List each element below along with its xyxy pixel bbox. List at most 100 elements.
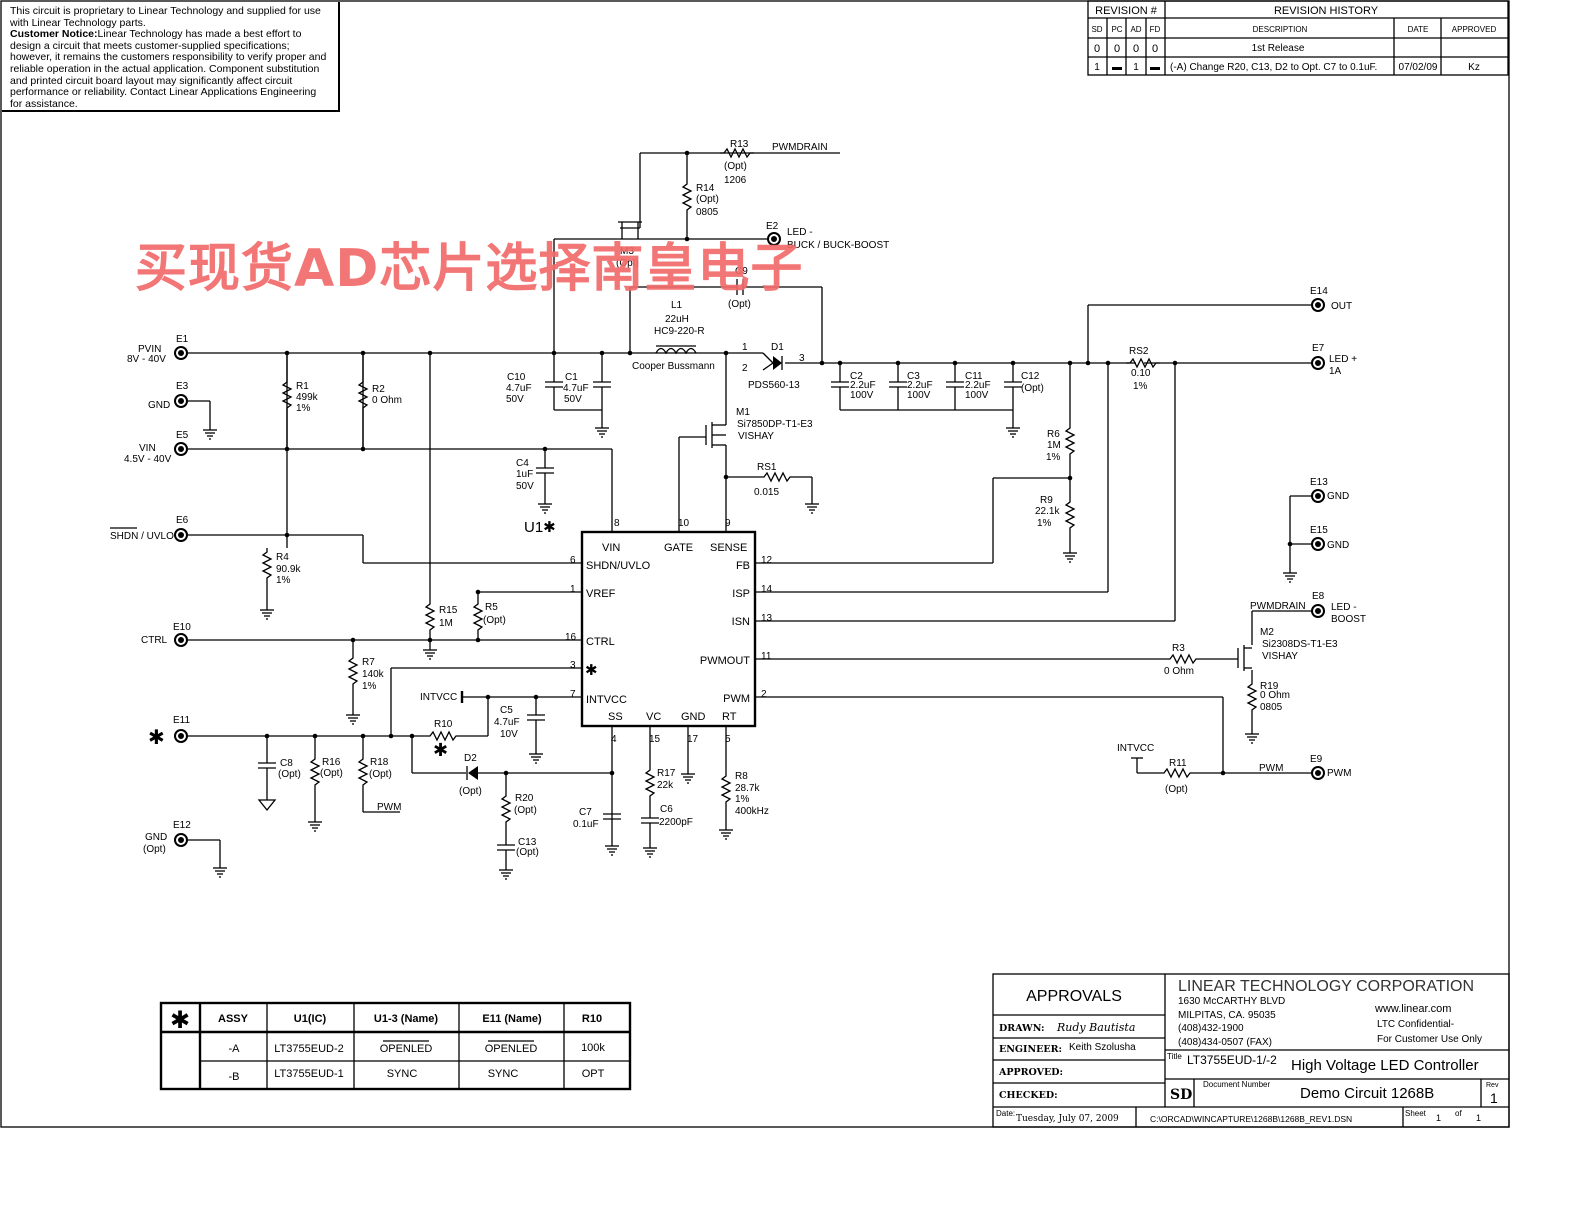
r9-tol: 1% [1037,518,1052,529]
rs2-ref: RS2 [1129,346,1149,357]
r5-ref: R5 [485,602,498,613]
company-fax: (408)434-0507 (FAX) [1178,1037,1272,1048]
e15-ref: E15 [1310,525,1328,536]
d1-part: PDS560-13 [748,380,800,391]
c13-ref: C13 [518,837,537,848]
rev-col-description: DESCRIPTION [1253,25,1308,34]
assy-row-b-ic: LT3755EUD-1 [274,1068,344,1080]
pin-num: 14 [761,584,773,595]
m1-mfr: VISHAY [738,431,774,442]
r8-value: 28.7k [735,783,760,794]
m3-value: (Opt) [616,258,639,269]
diode-d1-symbol [762,352,783,371]
rev-col-approved: APPROVED [1452,25,1497,34]
rs2-value: 0.10 [1131,368,1151,379]
pin-num: 13 [761,613,773,624]
r13-value: (Opt) [724,161,747,172]
r16-value: (Opt) [320,768,343,779]
e10-ref: E10 [173,622,191,633]
e12-label: GND [145,832,167,843]
title-label: Title [1167,1052,1182,1061]
date-value: Tuesday, July 07, 2009 [1016,1114,1119,1124]
e8-ref: E8 [1312,591,1325,602]
rev-value: 1 [1490,1090,1498,1106]
r18-ref: R18 [370,757,389,768]
ic-pin-gate: GATE [664,542,693,554]
c2-value: 2.2uF [850,380,876,391]
junction-dots [264,150,1293,776]
pin-num: 7 [570,689,576,700]
company-website: www.linear.com [1374,1003,1451,1015]
c3-ref: C3 [907,371,920,382]
ic-pin-sense: SENSE [710,542,747,554]
ground-symbols [202,417,1298,880]
d2-ref: D2 [464,753,477,764]
c2-ref: C2 [850,371,863,382]
e9-ref: E9 [1310,754,1323,765]
e13-ref: E13 [1310,477,1328,488]
r8-freq: 400kHz [735,806,769,817]
mosfet-m3-symbol [618,221,642,239]
ic-pin-fb: FB [736,560,750,572]
ic-pin-ss: SS [608,711,623,723]
notice-line-2: Linear Technology has made a best effort… [10,28,327,110]
assy-col-u1-3-name: U1-3 (Name) [374,1013,439,1025]
r20-ref: R20 [515,793,534,804]
ic-pin-3-star: ✱ [585,662,598,679]
c12-value: (Opt) [1021,383,1044,394]
notice-line-1: This circuit is proprietary to Linear Te… [10,5,321,29]
assy-row-b-assy: -B [229,1071,240,1083]
rev-row-0-ad: 0 [1133,43,1139,55]
d1-pin-2: 2 [742,363,748,374]
r6-ref: R6 [1047,429,1060,440]
c4-value: 1uF [516,469,533,480]
terminals [174,232,1325,847]
checked-label: CHECKED: [999,1090,1058,1101]
e7-label-2: 1A [1329,366,1342,377]
d1-ref: D1 [771,342,784,353]
e12-ref: E12 [173,820,191,831]
wires [186,152,1318,860]
r11-ref: R11 [1169,758,1187,769]
r7-ref: R7 [362,657,375,668]
r6-value: 1M [1047,440,1061,451]
notice-bold-label: Customer Notice: [10,28,98,41]
assy-col-r10: R10 [582,1013,602,1025]
r14-value: (Opt) [696,194,719,205]
rev-row-0-description: 1st Release [1252,43,1305,54]
r17-value: 22k [657,780,674,791]
rev-col-ad: AD [1130,25,1141,34]
m1-part: Si7850DP-T1-E3 [737,419,813,430]
document-number-label: Document Number [1203,1080,1270,1089]
e5-ref: E5 [176,430,189,441]
e2-label: LED - [787,227,813,238]
l1-ref: L1 [671,300,683,311]
e1-ref: E1 [176,334,189,345]
e8-label: LED - [1331,602,1357,613]
c1-value: 4.7uF [563,383,589,394]
assy-row-a-assy: -A [229,1043,241,1055]
r2-value: 0 Ohm [372,395,402,406]
rev-col-pc: PC [1111,25,1122,34]
capacitor-symbols [257,279,1023,851]
sheet-border [0,0,1510,1128]
m3-ref: M3 [620,246,634,257]
mosfet-m2-symbol [1237,645,1252,671]
c12-ref: C12 [1021,371,1040,382]
r17-ref: R17 [657,768,676,779]
r11-value: (Opt) [1165,784,1188,795]
e10-label: CTRL [141,635,168,646]
rev-row-1-pc: ▬ [1112,62,1122,73]
ic-pin-intvcc: INTVCC [586,694,627,706]
r19-ref: R19 [1260,681,1279,692]
rev-row-0-fd: 0 [1152,43,1158,55]
assy-col-e11-name: E11 (Name) [482,1013,542,1025]
e1-label: PVIN [138,344,161,355]
c5-voltage: 10V [500,729,518,740]
assy-col-assy: ASSY [218,1013,249,1025]
drawing-title: High Voltage LED Controller [1291,1057,1479,1074]
r18-value: (Opt) [369,769,392,780]
ic-pin-pwm: PWM [723,693,750,705]
rev-col-date: DATE [1408,25,1429,34]
file-path: C:\ORCAD\WINCAPTURE\1268B\1268B_REV1.DSN [1150,1114,1352,1124]
